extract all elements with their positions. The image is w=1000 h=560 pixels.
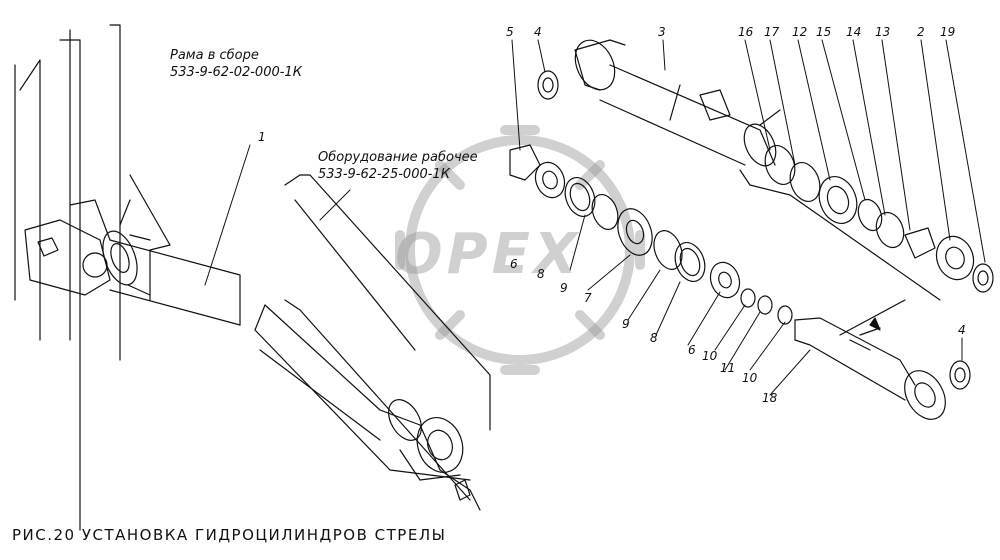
equipment-note: Оборудование рабочее 533-9-62-25-000-1К — [318, 150, 478, 184]
callout-12: 12 — [792, 25, 808, 39]
callout-4-top: 4 — [534, 25, 542, 39]
callout-3: 3 — [658, 25, 666, 39]
callout-14: 14 — [846, 25, 862, 39]
cylinder-barrel-3 — [574, 39, 941, 301]
callout-19: 19 — [940, 25, 956, 39]
callout-9-mid: 9 — [560, 281, 568, 295]
piston-rod-18 — [794, 299, 971, 420]
callout-4-low: 4 — [958, 323, 966, 337]
callout-9-low: 9 — [622, 317, 630, 331]
callout-5: 5 — [506, 25, 514, 39]
callout-2: 2 — [917, 25, 925, 39]
watermark-text: OPEX — [395, 222, 582, 287]
callout-10-b: 10 — [742, 371, 758, 385]
rod-parts-left — [509, 70, 793, 325]
figure-caption: РИС.20 УСТАНОВКА ГИДРОЦИЛИНДРОВ СТРЕЛЫ — [12, 526, 447, 544]
frame-code: 533-9-62-02-000-1К — [170, 64, 302, 80]
callout-18: 18 — [762, 391, 778, 405]
callout-10-a: 10 — [702, 349, 718, 363]
equipment-code: 533-9-62-25-000-1К — [318, 166, 450, 182]
callout-6-mid: 6 — [510, 257, 518, 271]
boom-assembly — [254, 174, 491, 511]
callout-1: 1 — [258, 130, 266, 144]
callout-leaders — [511, 39, 986, 396]
callout-15: 15 — [816, 25, 832, 39]
callout-16: 16 — [738, 25, 754, 39]
rod-parts-right — [764, 145, 994, 293]
callout-7: 7 — [584, 291, 592, 305]
callout-13: 13 — [875, 25, 891, 39]
frame-note: Рама в сборе 533-9-62-02-000-1К — [170, 48, 302, 82]
callout-6-low: 6 — [688, 343, 696, 357]
callout-8-low: 8 — [650, 331, 658, 345]
callout-17: 17 — [764, 25, 780, 39]
frame-assembly — [14, 24, 171, 531]
frame-name: Рама в сборе — [170, 48, 259, 63]
cylinder-1-mounted — [102, 144, 251, 326]
equipment-name: Оборудование рабочее — [318, 150, 478, 165]
callout-11: 11 — [720, 361, 736, 375]
watermark-gear-icon — [395, 125, 645, 375]
callout-8-mid: 8 — [537, 267, 545, 281]
